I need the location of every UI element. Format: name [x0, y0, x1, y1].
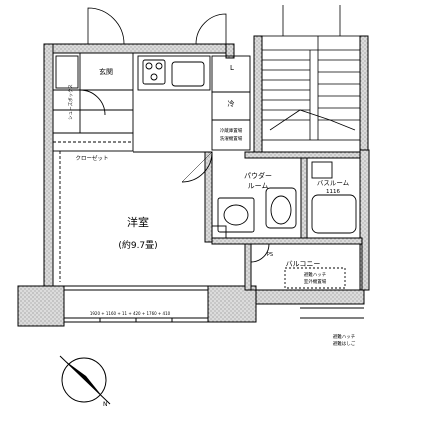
- bathroom: [306, 157, 361, 239]
- entrance-area: [52, 52, 134, 134]
- bathroom-label-2: 1116: [326, 189, 340, 195]
- bottom-dimension-label: 1920 + 1160 + 11 + 420 + 1760 + 410: [90, 311, 171, 316]
- outer-walls: [17, 35, 370, 327]
- ps-label: PS: [267, 252, 273, 258]
- refrigerator-label: 冷: [228, 99, 235, 108]
- entry-door: [87, 7, 227, 45]
- corner-note-2: 避難はしご: [333, 340, 356, 347]
- main-room-outline: [64, 151, 208, 323]
- svg-text:N: N: [103, 401, 108, 408]
- main-room-label: 洋室: [127, 215, 149, 229]
- corner-note-1: 避難ハッチ: [333, 333, 356, 340]
- powder-room: [211, 187, 297, 239]
- storage-label: L: [230, 64, 234, 72]
- closet-label: クローゼット: [75, 154, 108, 162]
- north-arrow-icon: N: [59, 355, 111, 408]
- closet: [52, 132, 134, 282]
- refrigerator-note-1: 冷蔵庫置場: [220, 127, 243, 134]
- entrance-label: 玄関: [99, 67, 113, 76]
- powder-room-label-2: ルーム: [248, 182, 269, 190]
- staircase: [261, 5, 361, 141]
- balcony-label: バルコニー: [286, 260, 321, 268]
- refrigerator-note-2: 洗濯機置場: [220, 135, 243, 142]
- bathroom-label-1: バスルーム: [317, 179, 350, 187]
- powder-room-label-1: パウダー: [244, 171, 272, 180]
- balcony-note-1: 避難ハッチ: [304, 271, 327, 278]
- balcony-note-2: 室外機置場: [304, 278, 327, 285]
- shoe-box-label: シューズボックス: [67, 84, 74, 120]
- utility-area: [181, 91, 251, 183]
- main-room-size-label: (約9.7畳): [118, 239, 157, 251]
- kitchen: [137, 55, 251, 93]
- balcony: [250, 243, 364, 319]
